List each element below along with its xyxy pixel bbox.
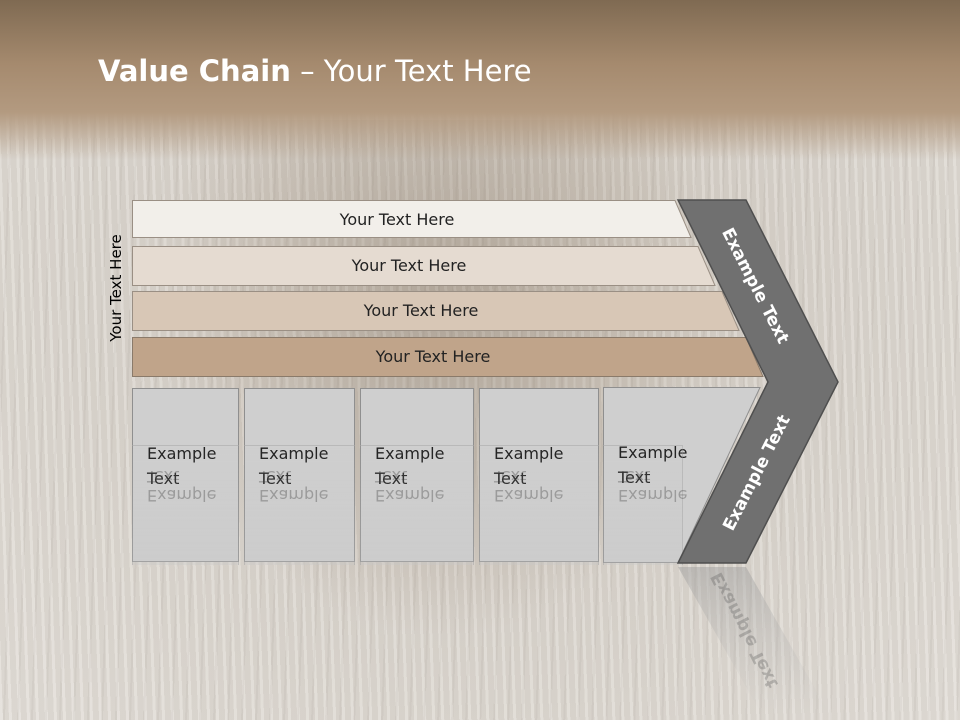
bar-2[interactable]: Your Text Here: [132, 246, 716, 286]
chevron-arrow: [676, 199, 839, 564]
column-4-line2: Text: [494, 466, 598, 491]
column-3-line1: Example: [375, 441, 473, 466]
title-bold: Value Chain: [98, 54, 291, 88]
bar-2-label: Your Text Here: [351, 255, 467, 275]
column-2-reflection-line1: Example: [259, 486, 329, 505]
bar-3[interactable]: Your Text Here: [132, 291, 740, 331]
bar-1-shape: [132, 200, 692, 238]
column-2-line2: Text: [259, 466, 354, 491]
column-5-line2: Text: [618, 465, 687, 490]
column-4-reflection-line1: Example: [494, 486, 564, 505]
bar-3-label: Your Text Here: [363, 300, 479, 320]
column-2-line1: Example: [259, 441, 354, 466]
bar-1-label: Your Text Here: [339, 209, 455, 229]
bar-4-label: Your Text Here: [375, 346, 491, 366]
column-5-line1: Example: [618, 440, 687, 465]
column-1-reflection-line1: Example: [147, 486, 217, 505]
bar-4[interactable]: Your Text Here: [132, 337, 764, 377]
column-1-line2: Text: [147, 466, 238, 491]
chevron-reflection: [678, 567, 830, 715]
bar-3-shape: [132, 291, 740, 331]
bar-4-shape: [132, 337, 764, 377]
column-1-line1: Example: [147, 441, 238, 466]
column-3-reflection-line2: Text: [375, 467, 408, 486]
side-label-text: Your Text Here: [107, 234, 125, 342]
slide-title: Value Chain – Your Text Here: [98, 54, 532, 88]
column-1-reflection-line2: Text: [147, 467, 180, 486]
bar-1[interactable]: Your Text Here: [132, 200, 692, 238]
column-3-reflection-line1: Example: [375, 486, 445, 505]
column-4-reflection-line2: Text: [494, 467, 527, 486]
column-2-reflection-line2: Text: [259, 467, 292, 486]
column-4-line1: Example: [494, 441, 598, 466]
bar-2-shape: [132, 246, 716, 286]
header-band: [0, 0, 960, 160]
title-rest: – Your Text Here: [290, 54, 532, 88]
column-3-line2: Text: [375, 466, 473, 491]
